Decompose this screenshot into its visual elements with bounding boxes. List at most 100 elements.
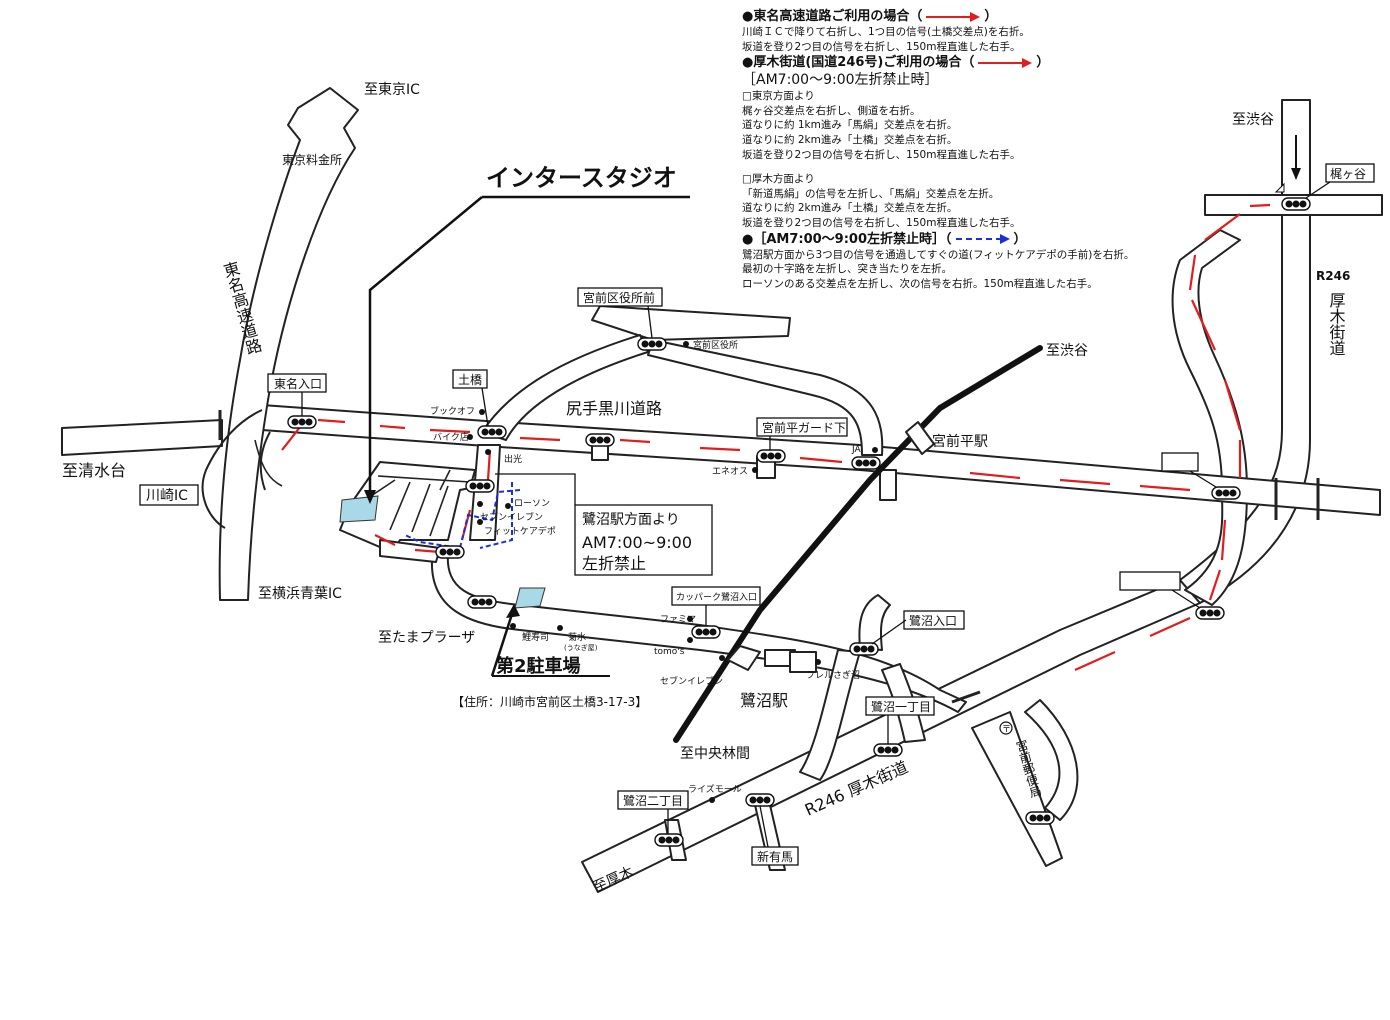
studio-parking xyxy=(339,495,379,523)
poi-tomos: tomo's xyxy=(654,647,685,657)
poi-idemitsu: 出光 xyxy=(504,453,522,465)
signal-shin-arima xyxy=(745,793,775,807)
route-blue-detour-2 xyxy=(479,482,513,549)
ward-office-road xyxy=(591,305,791,341)
post-office-mark: 〒 xyxy=(1002,725,1011,735)
poi-dot xyxy=(477,519,483,525)
poi-dot xyxy=(687,637,693,643)
poi-eneos: エネオス xyxy=(712,466,748,477)
poi-fit-care: フィットケアデポ xyxy=(484,525,556,537)
route-tomei-east xyxy=(317,418,406,430)
merge-marker xyxy=(1274,182,1285,193)
legend-restriction2-line: 最初の十字路を左折し、突き当たりを左折。 xyxy=(742,263,952,276)
legend-tomei-line: 坂道を登り2つ目の信号を右折し、150m程直進した右手。 xyxy=(742,40,1021,53)
label-tomei-entrance: 東名入口 xyxy=(267,373,327,416)
legend-from-atsugi-heading: □厚木方面より xyxy=(742,173,815,186)
legend-restriction-heading: ［AM7:00～9:00左折禁止時］ xyxy=(742,72,939,89)
poi-famima: ファミマ xyxy=(660,615,696,625)
signal-saginuma-2chome xyxy=(654,833,684,847)
legend-tomei-close: ） xyxy=(984,9,998,24)
notice-line3: 左折禁止 xyxy=(582,554,646,573)
poi-lawson: ローソン xyxy=(514,499,550,509)
label-shin-arima: 新有馬 xyxy=(751,805,799,866)
to-tokyo-ic: 至東京IC xyxy=(364,82,420,98)
legend-from-tokyo-line: 道なりに約 2km進み「土橋」交差点を右折。 xyxy=(742,133,958,146)
notice-connector xyxy=(495,473,576,505)
poi-dot xyxy=(479,409,485,415)
shibuya-direction-arrowhead xyxy=(1291,168,1301,180)
road-to-shimizudai xyxy=(61,419,223,456)
route-shiritegurokawa-west xyxy=(519,436,741,452)
saginuma-platform xyxy=(727,645,761,671)
signal-post-office xyxy=(1025,811,1055,825)
route-guard-west xyxy=(799,456,843,464)
poi-dot xyxy=(687,616,693,622)
signal-shindo-mabinu xyxy=(1195,606,1225,620)
to-chuo-rinkan: 至中央林間 xyxy=(680,746,750,762)
signal-dobashi xyxy=(477,425,507,439)
route-r246-east xyxy=(1074,616,1191,672)
svg-text:新有馬: 新有馬 xyxy=(757,849,793,864)
to-shibuya-road: 至渋谷 xyxy=(1232,112,1274,128)
poi-dot xyxy=(505,503,511,509)
label-ward-office-front: 宮前区役所前 xyxy=(577,287,663,339)
legend-restriction2-heading: ●［AM7:00～9:00左折禁止時］（） xyxy=(742,231,1172,248)
poi-dot xyxy=(872,447,878,453)
signal-guard xyxy=(756,449,786,463)
studio-pointer-arrow xyxy=(364,490,376,504)
legend-atsugi-title: ●厚木街道(国道246号)ご利用の場合（ xyxy=(742,55,975,71)
den-en-toshi-line xyxy=(673,345,1043,743)
route-blue-detour xyxy=(404,489,521,550)
post-office-road xyxy=(971,711,1063,867)
side-road-3 xyxy=(879,469,897,501)
legend-restriction2-close: ） xyxy=(1013,231,1027,247)
atsugi-kaido-vertical: 厚木街道 xyxy=(1327,292,1346,356)
miyamaedaira-station: 宮前平駅 xyxy=(932,433,988,450)
route-mabinu-west xyxy=(969,471,1191,492)
poi-kikusui-sub: (うなぎ屋) xyxy=(564,643,598,652)
route-down-dobashi xyxy=(486,449,492,481)
label-dobashi: 土橋 xyxy=(452,369,489,427)
legend-from-atsugi-line: 坂道を登り2つ目の信号を右折し、150m程直進した右手。 xyxy=(742,216,1021,229)
signal-lawson xyxy=(465,479,495,493)
to-tama-plaza: 至たまプラーザ xyxy=(378,630,475,646)
svg-text:鷺沼一丁目: 鷺沼一丁目 xyxy=(871,699,931,714)
studio-name: インタースタジオ xyxy=(486,164,677,192)
label-mabinu xyxy=(1161,452,1217,488)
notice-line2: AM7:00~9:00 xyxy=(582,533,692,552)
legend-tomei-title: ●東名高速道路ご利用の場合（ xyxy=(742,9,923,24)
studio-pointer-line xyxy=(368,196,483,495)
poi-dot xyxy=(719,655,725,661)
ic-ramp xyxy=(254,439,283,487)
studio-block-grid xyxy=(364,469,471,537)
label-shindo-mabinu xyxy=(1119,571,1201,609)
svg-text:川崎IC: 川崎IC xyxy=(146,488,188,504)
legend-from-tokyo-line: 梶ヶ谷交差点を右折し、側道を右折。 xyxy=(742,104,921,117)
red-route-arrow-icon xyxy=(978,57,1033,68)
svg-text:土橋: 土橋 xyxy=(458,373,482,387)
legend-restriction2-line: ローソンのある交差点を左折し、次の信号を右折。150m程直進した右手。 xyxy=(742,277,1098,290)
poi-dot xyxy=(477,501,483,507)
poi-dot xyxy=(752,467,758,473)
poi-dot xyxy=(683,341,689,347)
signal-tomei-entrance xyxy=(287,415,317,429)
address-label: 【住所：川崎市宮前区土橋3-17-3】 xyxy=(452,694,647,709)
svg-text:宮前平ガード下: 宮前平ガード下 xyxy=(762,420,846,435)
poi-bookoff: ブックオフ xyxy=(430,405,475,417)
poi-rise-mall: ライズモール xyxy=(688,783,742,795)
label-saginuma-entrance: 鷺沼入口 xyxy=(871,610,965,645)
legend-from-atsugi-line: 「新道馬絹」の信号を左折し、「馬絹」交差点を左折。 xyxy=(742,187,1000,200)
shiritegurokawa-road-label: 尻手黒川道路 xyxy=(566,399,662,418)
saginuma-station-plaza xyxy=(789,651,817,673)
legend-atsugi-heading: ●厚木街道(国道246号)ご利用の場合（ ） xyxy=(742,54,1172,71)
svg-text:鷺沼入口: 鷺沼入口 xyxy=(909,613,957,628)
to-shibuya-rail: 至渋谷 xyxy=(1046,343,1088,359)
poi-bike-shop: バイク店 xyxy=(433,431,469,443)
signal-mid-road xyxy=(585,433,615,447)
svg-text:梶ヶ谷: 梶ヶ谷 xyxy=(1330,167,1366,181)
signal-kajigaya xyxy=(1281,197,1311,211)
to-yokohama-aoba: 至横浜青葉IC xyxy=(258,586,342,602)
to-shimizudai: 至清水台 xyxy=(62,461,126,480)
legend-atsugi-close: ） xyxy=(1036,55,1050,71)
